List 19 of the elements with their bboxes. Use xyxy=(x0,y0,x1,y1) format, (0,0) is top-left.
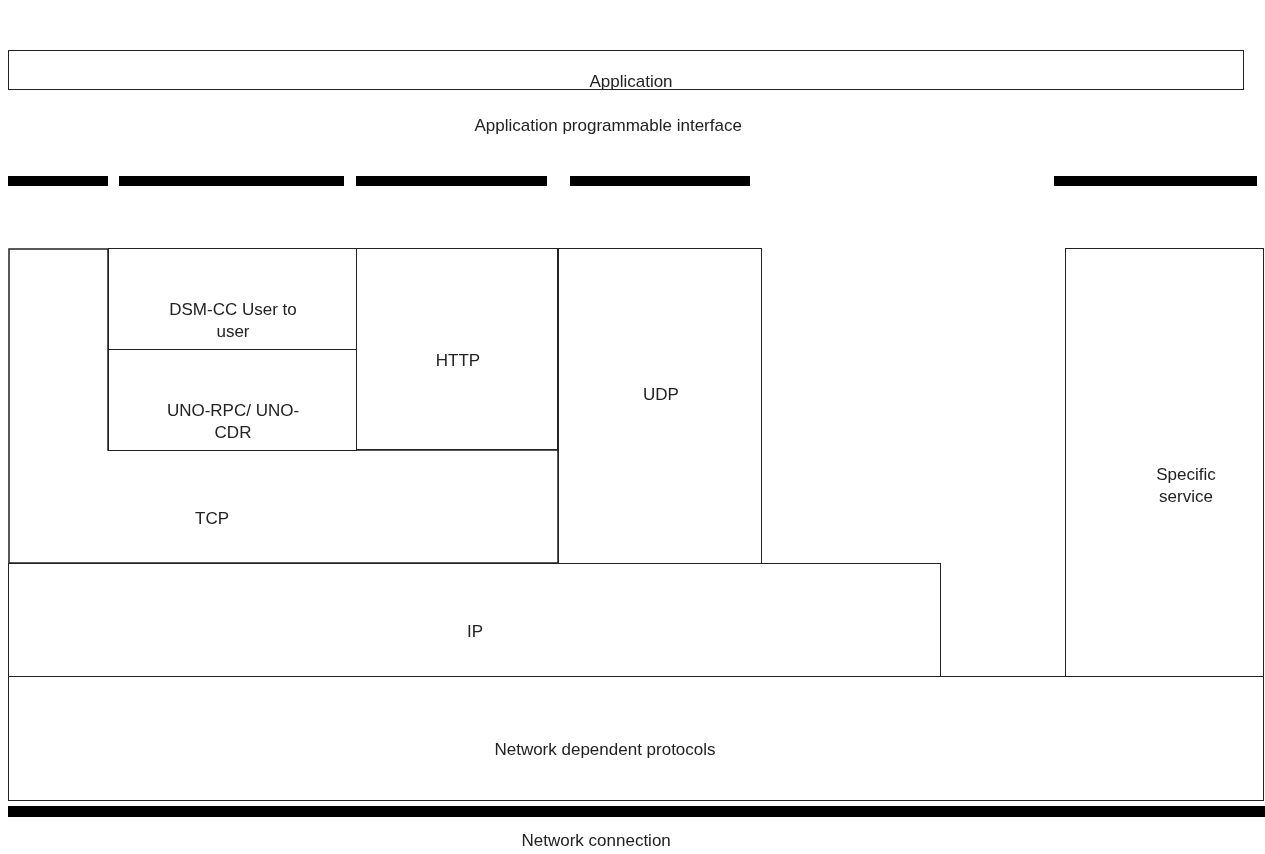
layer-label: TCP xyxy=(194,508,230,530)
protocol-box xyxy=(8,50,1244,90)
layer-label: UDP xyxy=(642,384,680,406)
protocol-box xyxy=(356,248,558,450)
layer-label: Application programmable interface xyxy=(474,116,742,136)
protocol-box xyxy=(108,248,357,350)
protocol-box xyxy=(108,349,357,451)
protocol-box xyxy=(558,248,762,564)
protocol-box xyxy=(8,563,941,677)
layer-label: Network dependent protocols xyxy=(493,739,717,761)
layer-label: HTTP xyxy=(434,350,482,372)
layer-label: Application xyxy=(588,71,674,93)
layer-label: DSM-CC User to user xyxy=(168,299,298,343)
protocol-box xyxy=(8,676,1264,801)
protocol-box xyxy=(1065,248,1264,677)
layer-label: Specific service xyxy=(1155,464,1217,508)
layer-label: IP xyxy=(465,621,485,643)
layer-label: Network connection xyxy=(521,831,671,851)
layer-label: UNO-RPC/ UNO-CDR xyxy=(165,400,301,444)
